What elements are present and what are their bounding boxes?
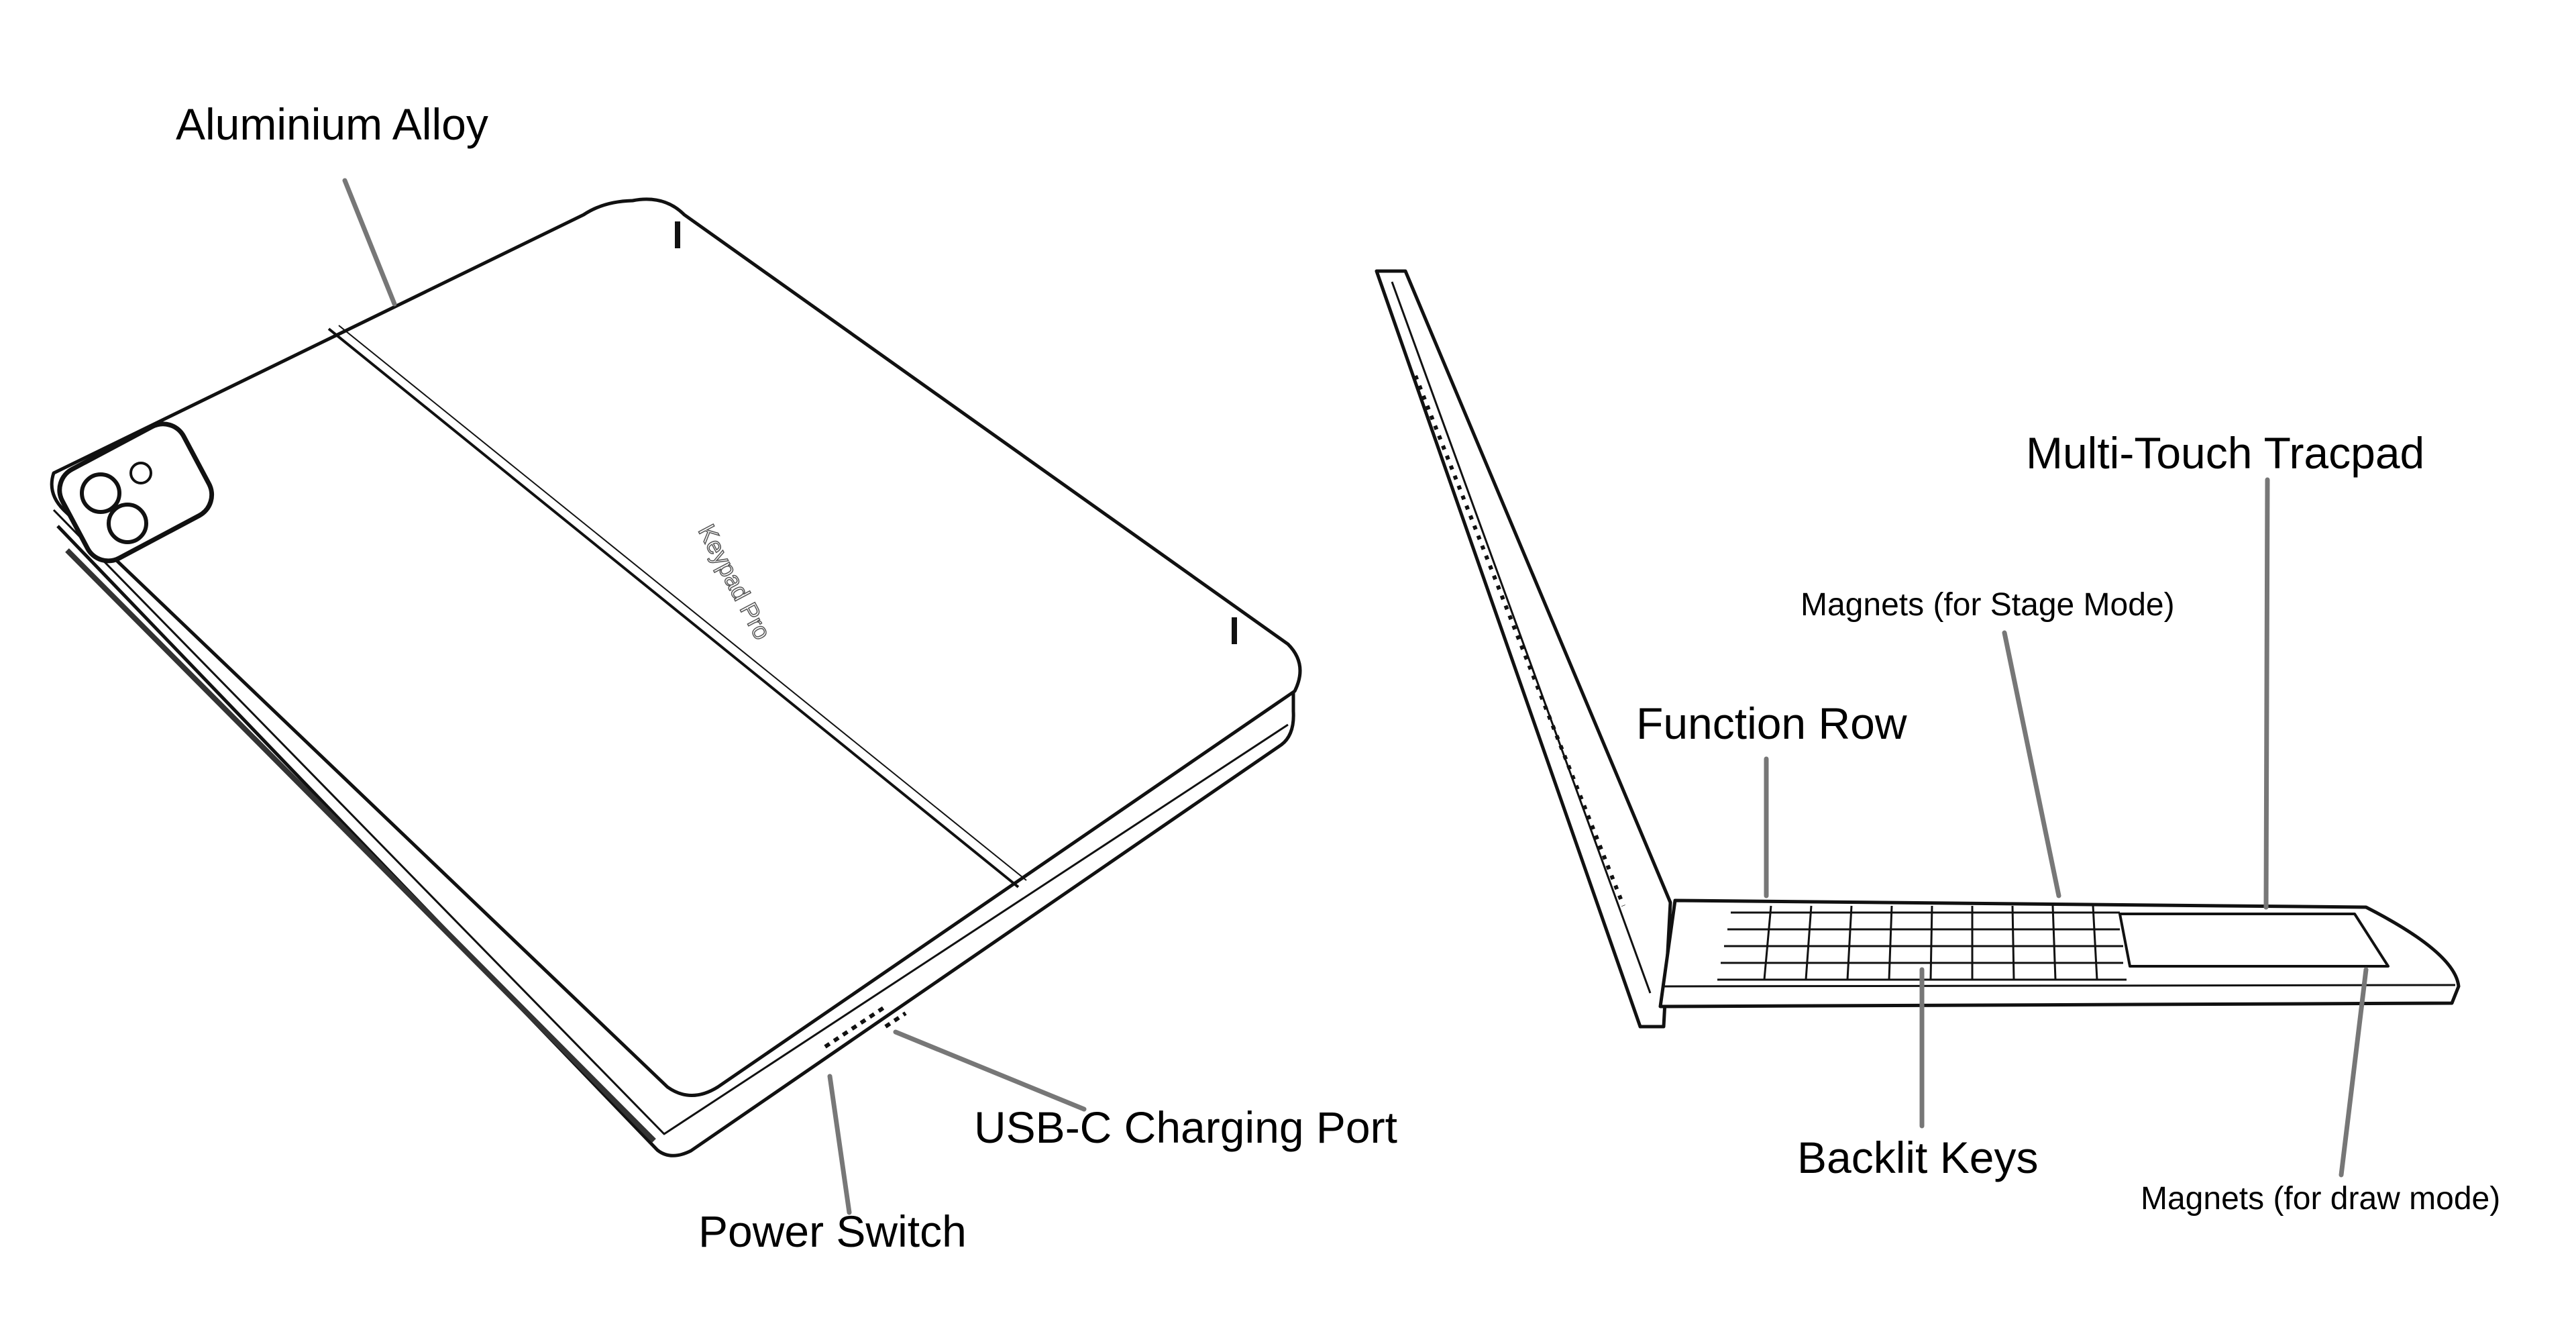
- leader-lines: [342, 178, 2369, 1215]
- camera-bump: [57, 421, 215, 564]
- leader-multi-touch-tracpad: [2263, 477, 2270, 910]
- trackpad: [2118, 913, 2390, 968]
- leader-magnets-stage: [2002, 630, 2061, 898]
- label-multi-touch-tracpad: Multi-Touch Tracpad: [2026, 428, 2425, 478]
- key-grid: [1717, 905, 2127, 981]
- label-aluminium-alloy: Aluminium Alloy: [176, 99, 488, 149]
- leader-magnets-draw: [2339, 967, 2369, 1178]
- case-back-panel: [50, 197, 1302, 1097]
- label-power-switch: Power Switch: [698, 1206, 967, 1256]
- case-base-layer: [56, 525, 1295, 1157]
- label-backlit-keys: Backlit Keys: [1797, 1133, 2039, 1182]
- flash-icon: [129, 462, 152, 484]
- hinge-line: [327, 327, 1020, 888]
- leader-aluminium-alloy: [342, 178, 397, 307]
- label-magnets-stage: Magnets (for Stage Mode): [1801, 587, 2175, 623]
- leader-usb-c-port: [893, 1029, 1087, 1112]
- keyboard-case-side-view: [1375, 269, 2461, 1029]
- label-function-row: Function Row: [1636, 699, 1907, 748]
- tablet-case-back-view: [50, 197, 1302, 1157]
- label-usb-c-port: USB-C Charging Port: [974, 1102, 1397, 1152]
- keyboard-base: [1658, 898, 2461, 1009]
- label-magnets-draw: Magnets (for draw mode): [2141, 1181, 2501, 1217]
- camera-lens-icon: [107, 503, 148, 544]
- leader-power-switch: [827, 1074, 852, 1215]
- camera-lens-icon: [80, 472, 121, 514]
